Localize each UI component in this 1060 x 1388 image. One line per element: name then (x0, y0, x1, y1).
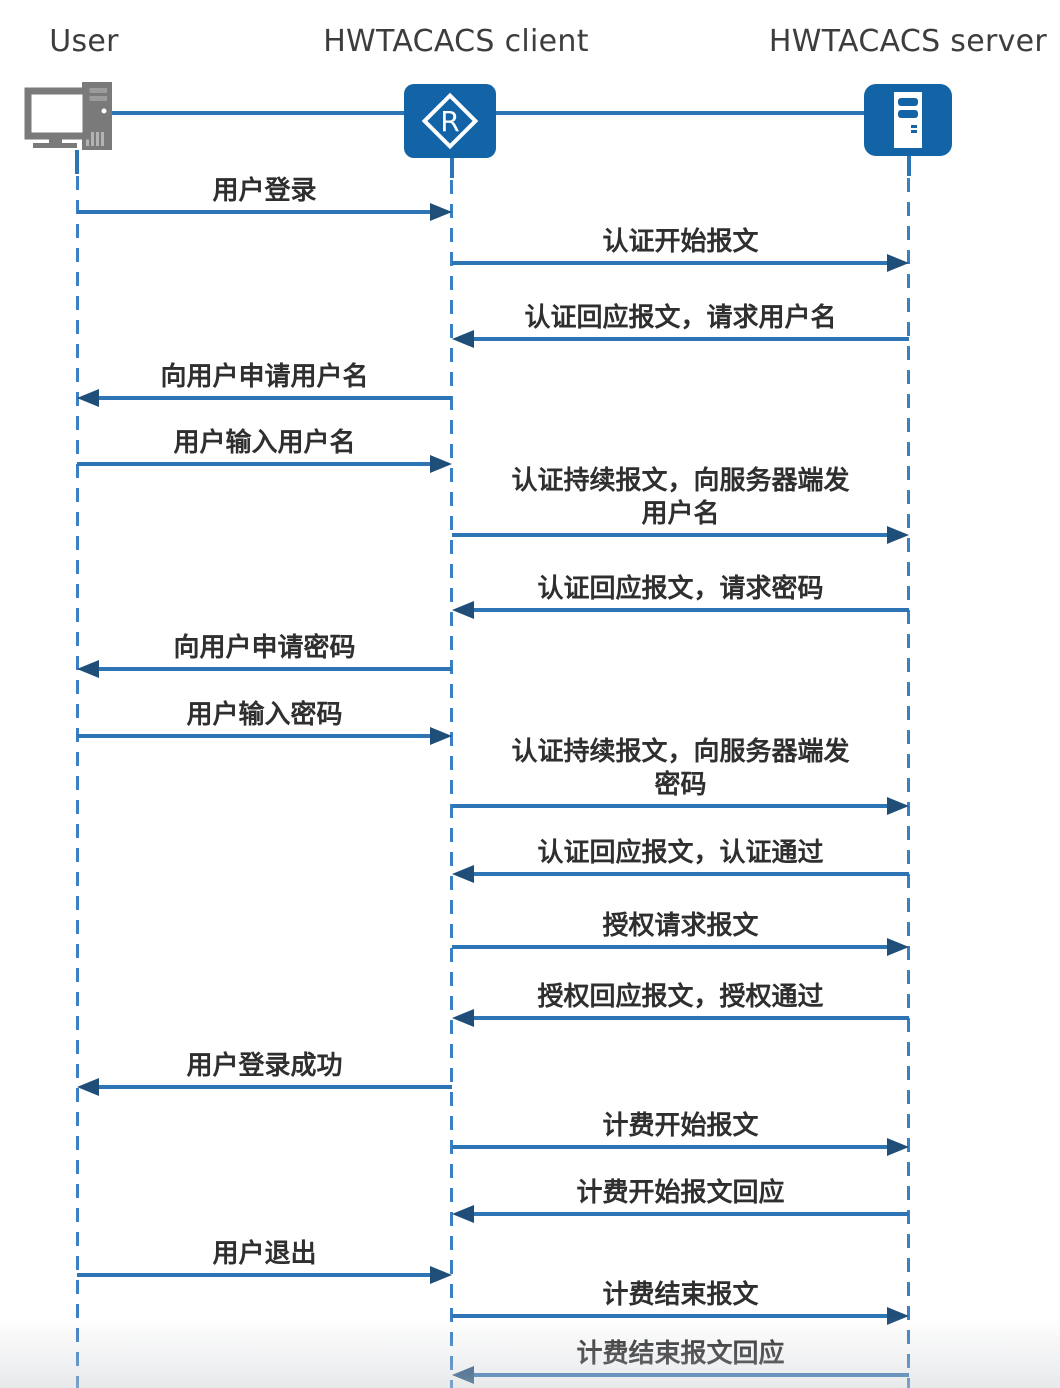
message-arrow-line (472, 608, 909, 612)
arrowhead-icon (887, 938, 909, 956)
desktop-computer-icon (24, 80, 120, 158)
message-label: 计费开始报文回应 (576, 1178, 785, 1208)
arrowhead-icon (77, 1078, 99, 1096)
message-arrow-line (452, 533, 889, 537)
message-arrow-line (77, 1273, 432, 1277)
message-label: 认证持续报文，向服务器端发 用户名 (511, 466, 850, 529)
message-arrow-line (77, 734, 432, 738)
arrowhead-icon (452, 1009, 474, 1027)
arrowhead-icon (452, 1366, 474, 1384)
lifeline-client (450, 180, 453, 1388)
message-label: 认证回应报文，请求密码 (537, 574, 824, 604)
message-arrow-line (97, 667, 452, 671)
arrowhead-icon (430, 727, 452, 745)
message-arrow-line (97, 1085, 452, 1089)
message-arrow-line (472, 1373, 909, 1377)
message-label: 计费结束报文回应 (576, 1339, 785, 1369)
message-label: 用户输入密码 (186, 700, 343, 730)
message-label: 授权回应报文，授权通过 (537, 982, 824, 1012)
arrowhead-icon (430, 203, 452, 221)
lifeline-stub-client (450, 158, 454, 178)
actor-header-client: HWTACACS client (323, 24, 589, 59)
message-label: 用户退出 (212, 1239, 317, 1269)
arrowhead-icon (430, 455, 452, 473)
message-label: 向用户申请用户名 (160, 362, 369, 392)
message-arrow-line (77, 210, 432, 214)
message-arrow-line (472, 1212, 909, 1216)
arrowhead-icon (77, 660, 99, 678)
message-arrow-line (452, 804, 889, 808)
message-label: 向用户申请密码 (173, 633, 356, 663)
message-label: 认证回应报文，请求用户名 (524, 303, 837, 333)
message-label: 用户登录成功 (186, 1051, 343, 1081)
router-icon: R (404, 84, 496, 162)
message-label: 认证回应报文，认证通过 (537, 838, 824, 868)
message-arrow-line (452, 1314, 889, 1318)
lifeline-stub-server (907, 156, 911, 176)
arrowhead-icon (887, 254, 909, 272)
arrowhead-icon (77, 389, 99, 407)
message-arrow-line (452, 1145, 889, 1149)
actor-header-server: HWTACACS server (768, 24, 1048, 59)
arrowhead-icon (452, 330, 474, 348)
message-label: 授权请求报文 (602, 911, 759, 941)
message-arrow-line (97, 396, 452, 400)
message-arrow-line (452, 945, 889, 949)
message-label: 计费结束报文 (602, 1280, 759, 1310)
actor-header-user: User (49, 24, 119, 59)
arrowhead-icon (430, 1266, 452, 1284)
arrowhead-icon (452, 601, 474, 619)
message-arrow-line (472, 337, 909, 341)
message-label: 认证持续报文，向服务器端发 密码 (511, 737, 850, 800)
lifeline-user (76, 176, 79, 1388)
arrowhead-icon (452, 1205, 474, 1223)
server-icon (864, 84, 952, 160)
arrowhead-icon (887, 526, 909, 544)
message-arrow-line (472, 1016, 909, 1020)
message-label: 认证开始报文 (602, 227, 759, 257)
message-label: 计费开始报文 (602, 1111, 759, 1141)
message-label: 用户输入用户名 (173, 428, 356, 458)
lifeline-server (907, 178, 910, 1388)
lifeline-stub-user (75, 150, 79, 174)
arrowhead-icon (887, 1307, 909, 1325)
message-arrow-line (77, 462, 432, 466)
arrowhead-icon (887, 1138, 909, 1156)
message-arrow-line (472, 872, 909, 876)
arrowhead-icon (887, 797, 909, 815)
arrowhead-icon (452, 865, 474, 883)
svg-text:R: R (440, 105, 459, 138)
message-arrow-line (452, 261, 889, 265)
message-label: 用户登录 (212, 176, 317, 206)
